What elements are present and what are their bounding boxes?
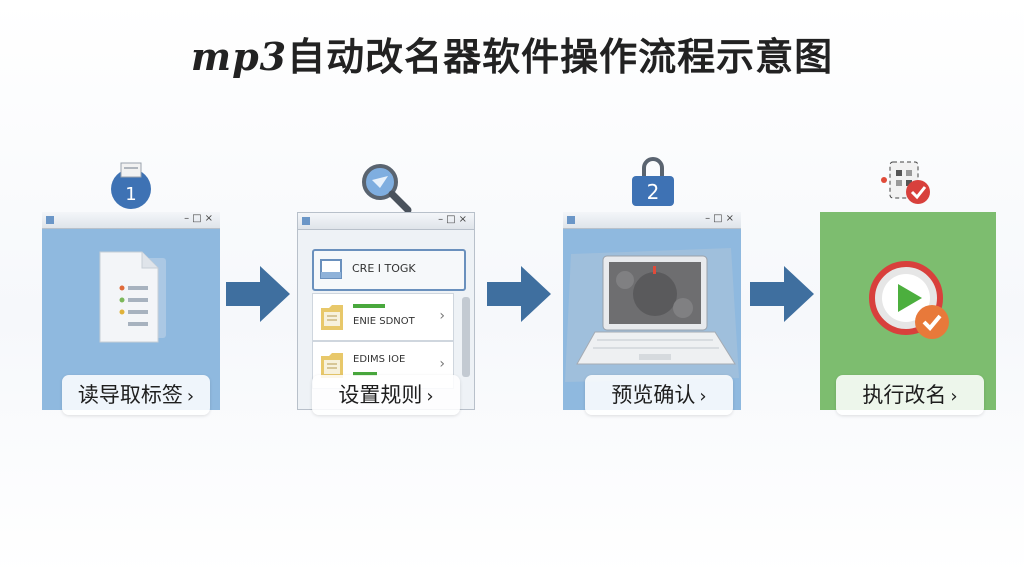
step3-label[interactable]: 预览确认› (585, 375, 733, 415)
arrow-right-icon (750, 266, 814, 322)
folder-document-icon (321, 353, 343, 378)
rule-row-text: ENIE SDNOT (353, 316, 415, 327)
rule-row-text: EDIMS IOE (353, 354, 406, 365)
chevron-right-icon: › (426, 386, 434, 407)
file-icon (99, 251, 166, 343)
chevron-right-icon: › (186, 386, 195, 407)
window-controls[interactable]: –□× (438, 214, 470, 225)
step4-label-text: 执行改名 (862, 383, 947, 407)
arrow-right-icon (487, 266, 551, 322)
chevron-right-icon: › (699, 386, 707, 407)
folder-document-icon (321, 305, 343, 330)
step3-badge-number: 2 (647, 180, 660, 204)
arrow-right-icon (226, 266, 290, 322)
step3-label-text: 预览确认 (611, 383, 696, 407)
app-icon (46, 216, 54, 224)
chevron-right-icon: › (439, 356, 445, 372)
step1-titlebar: –□× (42, 212, 220, 229)
progress-bar-green (353, 372, 377, 376)
lock-badge-icon: 2 (626, 156, 680, 214)
chevron-right-icon: › (439, 308, 445, 324)
rule-row[interactable]: ENIE SDNOT › (312, 293, 454, 341)
window-controls[interactable]: –□× (184, 213, 216, 224)
grid-checkmark-icon (878, 158, 934, 212)
step4-label[interactable]: 执行改名› (836, 375, 984, 415)
step3-titlebar: –□× (563, 212, 741, 229)
document-icon (320, 259, 342, 279)
scrollbar[interactable] (462, 297, 470, 377)
window-controls[interactable]: –□× (705, 213, 737, 224)
app-icon (302, 217, 310, 225)
title-text: 自动改名器软件操作流程示意图 (287, 35, 834, 79)
step1-label[interactable]: 读导取标签› (62, 375, 210, 415)
progress-bar-green (353, 304, 385, 308)
magnifier-icon (358, 160, 414, 220)
rule-header-row[interactable]: CRE I TOGK (312, 249, 466, 291)
document-badge-icon: 1 (106, 160, 156, 214)
play-button-icon[interactable] (866, 260, 956, 350)
step1-badge-number: 1 (125, 184, 136, 205)
step2-label-text: 设置规则 (338, 383, 423, 407)
step1-label-text: 读导取标签 (77, 383, 183, 407)
title-latin: mp3 (190, 34, 288, 79)
step2-label[interactable]: 设置规则› (312, 375, 460, 415)
page-title: mp3自动改名器软件操作流程示意图 (0, 26, 1024, 81)
laptop-icon (565, 248, 739, 382)
step2-titlebar: –□× (298, 213, 474, 230)
rule-header-text: CRE I TOGK (352, 262, 416, 275)
app-icon (567, 216, 575, 224)
chevron-right-icon: › (950, 386, 958, 407)
